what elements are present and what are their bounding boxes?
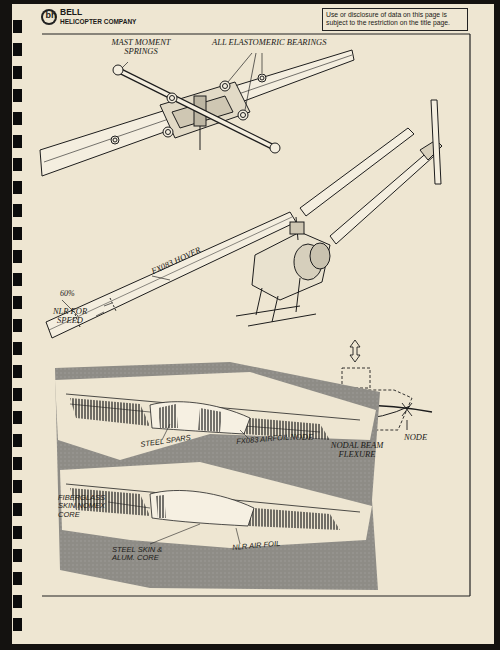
binding-hole [13, 89, 22, 102]
binding-hole [13, 526, 22, 539]
binding-hole [13, 480, 22, 493]
part-label: NLR FOR SPEED [45, 307, 95, 326]
part-label: NODE [404, 433, 427, 442]
binding-hole [13, 158, 22, 171]
notice-box: Use or disclosure of data on this page i… [322, 8, 468, 31]
binding-hole [13, 250, 22, 263]
part-label: FIBERGLASS SKIN NOMEX CORE [58, 494, 110, 519]
helicopter [46, 100, 442, 338]
binding-hole [13, 595, 22, 608]
binding-hole [13, 618, 22, 631]
binding-hole [13, 181, 22, 194]
logo-text: HELICOPTER COMPANY [60, 18, 136, 25]
part-label: NODAL BEAM FLEXURE [326, 441, 388, 460]
part-label: MAST MOMENT SPRINGS [100, 38, 182, 57]
page-rules [42, 34, 470, 596]
leader-line [122, 53, 262, 110]
binding-hole [13, 457, 22, 470]
binding-hole [13, 227, 22, 240]
binding-hole [13, 365, 22, 378]
airfoil-sketch [55, 362, 380, 590]
page [12, 4, 494, 644]
notice-text: Use or disclosure of data on this page i… [326, 11, 464, 27]
binding-hole [13, 388, 22, 401]
binding-hole [13, 572, 22, 585]
logo-ring [41, 9, 57, 25]
binding-hole [13, 204, 22, 217]
binding-hole [13, 112, 22, 125]
binding-hole [13, 319, 22, 332]
binding-hole [13, 43, 22, 56]
binding-hole [13, 20, 22, 33]
part-label: NODE [290, 433, 313, 442]
binding-hole [13, 342, 22, 355]
binding-hole [13, 66, 22, 79]
part-label: STEEL SKIN & ALUM. CORE [112, 546, 184, 563]
binding-hole [13, 273, 22, 286]
logo-text: BELL [60, 8, 82, 17]
binding-hole [13, 296, 22, 309]
binding-holes [13, 20, 22, 631]
logo-ring [43, 11, 55, 23]
part-label: 60% [60, 290, 75, 299]
binding-hole [13, 411, 22, 424]
binding-hole [13, 549, 22, 562]
binding-hole [13, 434, 22, 447]
logo-text: bh [46, 11, 54, 21]
binding-hole [13, 503, 22, 516]
binding-hole [13, 135, 22, 148]
rotor-hub [40, 50, 354, 176]
part-label: ALL ELASTOMERIC BEARINGS [212, 38, 326, 47]
